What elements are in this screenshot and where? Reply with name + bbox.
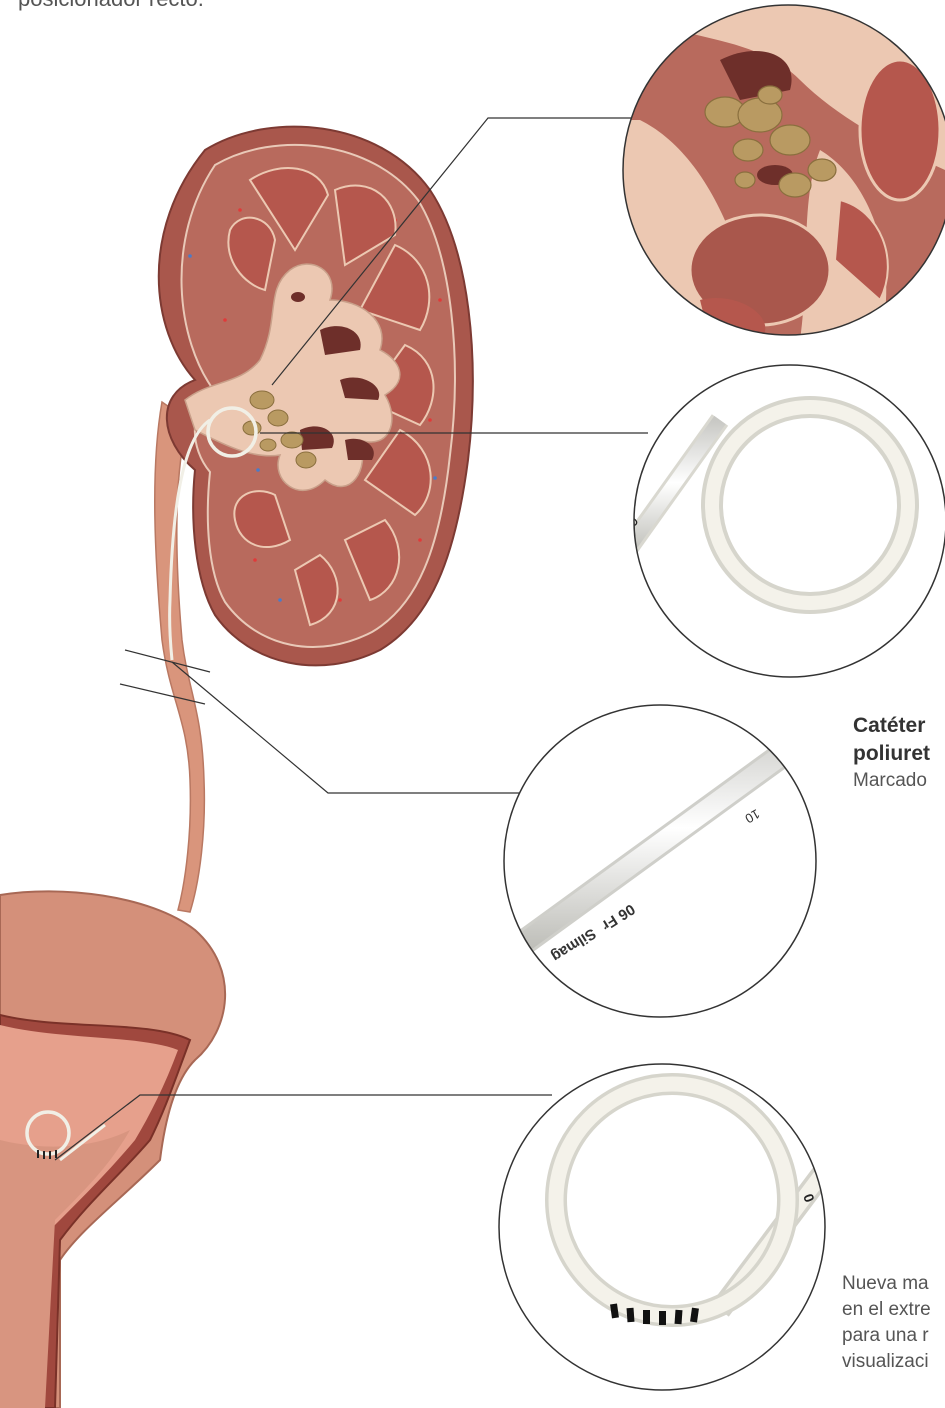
top-caption: posicionador recto. xyxy=(18,0,204,12)
zoom-circle-tube-print: Silmag 06 Fr 10 xyxy=(500,705,830,1017)
zoom-circle-pigtail: 0 xyxy=(620,365,945,677)
bladder xyxy=(0,891,225,1408)
zoom-circle-stones xyxy=(620,0,945,340)
marker-caption-line-4: visualizaci xyxy=(842,1349,931,1375)
marker-caption: Nueva ma en el extre para una r visualiz… xyxy=(842,1271,931,1375)
catheter-caption-sub: Marcado xyxy=(853,768,930,794)
kidney xyxy=(159,127,473,666)
marker-caption-line-1: Nueva ma xyxy=(842,1271,931,1297)
catheter-caption: Catéter poliuret Marcado xyxy=(853,712,930,794)
catheter-caption-title-1: Catéter xyxy=(853,712,930,740)
catheter-caption-title-2: poliuret xyxy=(853,740,930,768)
zoom-circle-marker: 0 xyxy=(499,1064,840,1390)
marker-caption-line-3: para una r xyxy=(842,1323,931,1349)
marker-caption-line-2: en el extre xyxy=(842,1297,931,1323)
